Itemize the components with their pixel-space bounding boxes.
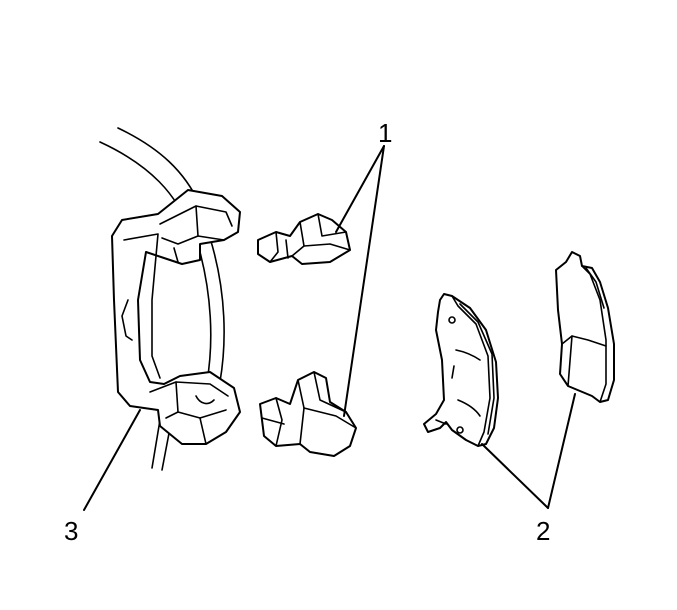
outer-brake-pad xyxy=(555,251,615,403)
callout-2: 2 xyxy=(536,516,551,546)
caliper-bracket xyxy=(99,127,241,471)
abutment-clip-lower xyxy=(259,371,357,457)
callout-1: 1 xyxy=(378,118,393,148)
inner-brake-pad xyxy=(423,293,499,447)
callout-3: 3 xyxy=(64,516,79,546)
abutment-clip-upper xyxy=(257,213,351,265)
leader-lines xyxy=(83,145,576,511)
bracket-frame xyxy=(111,189,241,445)
